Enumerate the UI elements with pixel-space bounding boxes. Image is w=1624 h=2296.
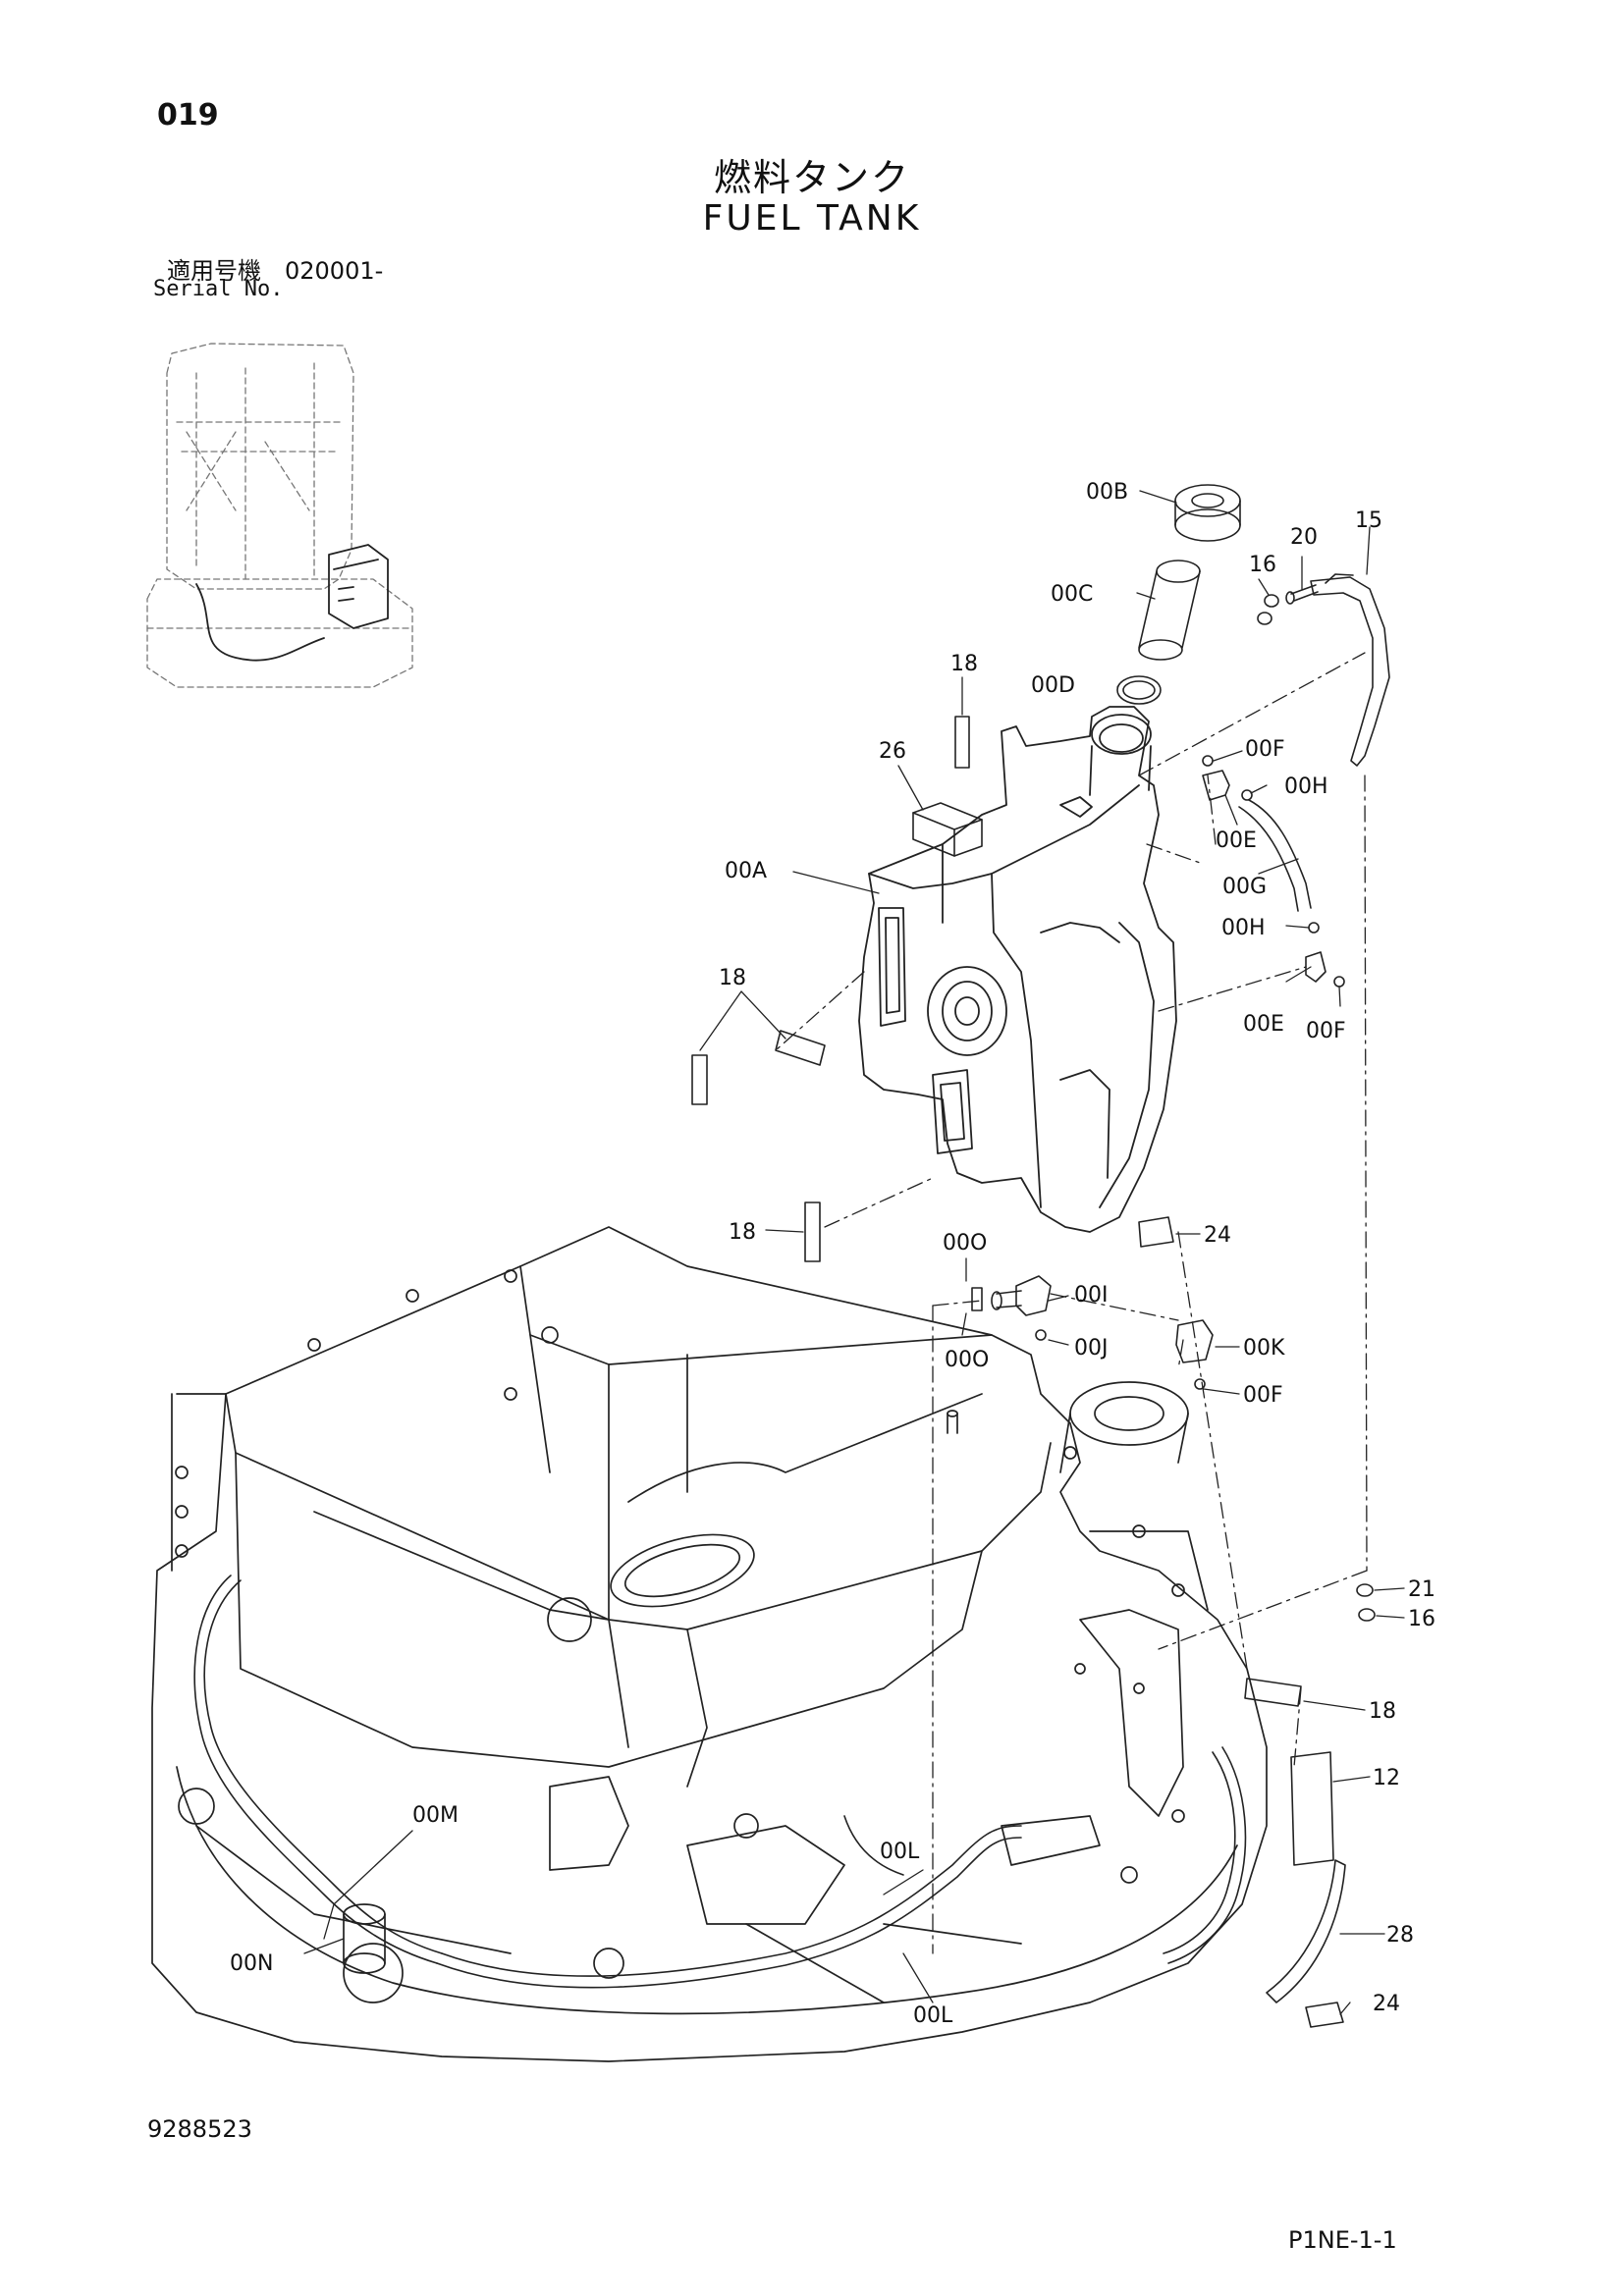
callout-18-bottom: 18: [729, 1220, 756, 1245]
bolt-20: [1285, 584, 1319, 605]
callout-20: 20: [1290, 525, 1318, 550]
cushion-28: [1266, 1859, 1346, 2003]
fittings-lower: [1305, 922, 1345, 988]
callout-24-lower: 24: [1373, 1992, 1400, 2016]
callout-00A: 00A: [725, 859, 767, 883]
callout-00F-bottom: 00F: [1243, 1383, 1283, 1408]
callout-labels: 00B 00C 00D 16 20 15 18 26 00F 00H 00E 0…: [230, 480, 1435, 2028]
callout-18-left: 18: [719, 966, 746, 990]
gasket-00D: [1116, 675, 1162, 705]
page-number: 019: [157, 98, 219, 133]
hoses-00L-00M: [193, 1575, 1247, 1989]
strainer-00C: [1138, 560, 1201, 661]
callout-00J: 00J: [1074, 1336, 1108, 1361]
callout-16-lower: 16: [1408, 1607, 1435, 1631]
nuts-16: [1257, 594, 1279, 625]
serial-applicable-label: 適用号機 020001-: [167, 257, 384, 285]
drain-valve-group: [971, 1275, 1214, 1390]
callout-21: 21: [1408, 1577, 1435, 1602]
page-code: P1NE-1-1: [1288, 2226, 1397, 2254]
callout-00M: 00M: [412, 1803, 459, 1828]
spacer-26: [912, 802, 983, 857]
callout-00N: 00N: [230, 1951, 273, 1976]
callout-00D: 00D: [1031, 673, 1075, 698]
callout-00F-upper: 00F: [1245, 737, 1285, 762]
callout-26: 26: [879, 739, 906, 764]
serial-number-label: Serial No.: [153, 277, 284, 301]
upper-frame: [151, 1226, 1268, 2062]
nuts-21-16: [1356, 1583, 1376, 1622]
callout-00H-lower: 00H: [1221, 916, 1266, 940]
title-japanese: 燃料タンク: [713, 156, 910, 199]
pads-24: [1138, 1216, 1344, 2028]
callout-00E-lower: 00E: [1243, 1012, 1284, 1037]
callout-00L-upper: 00L: [880, 1840, 920, 1864]
leader-lines: [303, 490, 1405, 2015]
callout-00K: 00K: [1243, 1336, 1285, 1361]
drawing-number: 9288523: [147, 2115, 252, 2143]
callout-12: 12: [1373, 1766, 1400, 1790]
callout-18-right: 18: [1369, 1699, 1396, 1724]
callout-00F-lower: 00F: [1306, 1019, 1346, 1043]
pads-18: [691, 716, 1334, 1866]
fittings-upper: [1202, 755, 1312, 912]
machine-overview-thumbnail: [146, 343, 413, 688]
callout-00B: 00B: [1086, 480, 1128, 505]
filler-cap-00B: [1174, 484, 1241, 542]
callout-18-top: 18: [950, 652, 978, 676]
callout-28: 28: [1386, 1923, 1414, 1948]
bracket-15: [1310, 573, 1390, 767]
thumbnail-fuel-tank-highlight: [195, 544, 389, 662]
assembly-lines: [775, 652, 1368, 1954]
callout-00C: 00C: [1051, 582, 1093, 607]
callout-24-upper: 24: [1204, 1223, 1231, 1248]
callout-00O-upper: 00O: [943, 1231, 987, 1255]
callout-00O-lower: 00O: [945, 1348, 989, 1372]
callout-00H-upper: 00H: [1284, 774, 1328, 799]
callout-15: 15: [1355, 508, 1382, 533]
callout-00G: 00G: [1222, 875, 1267, 899]
callout-00E-upper: 00E: [1216, 828, 1257, 853]
fuel-tank-00A: [858, 706, 1177, 1233]
title-english: FUEL TANK: [702, 198, 922, 239]
callout-16-upper: 16: [1249, 553, 1276, 577]
callout-00I: 00I: [1074, 1283, 1108, 1308]
callout-00L-lower: 00L: [913, 2003, 953, 2028]
